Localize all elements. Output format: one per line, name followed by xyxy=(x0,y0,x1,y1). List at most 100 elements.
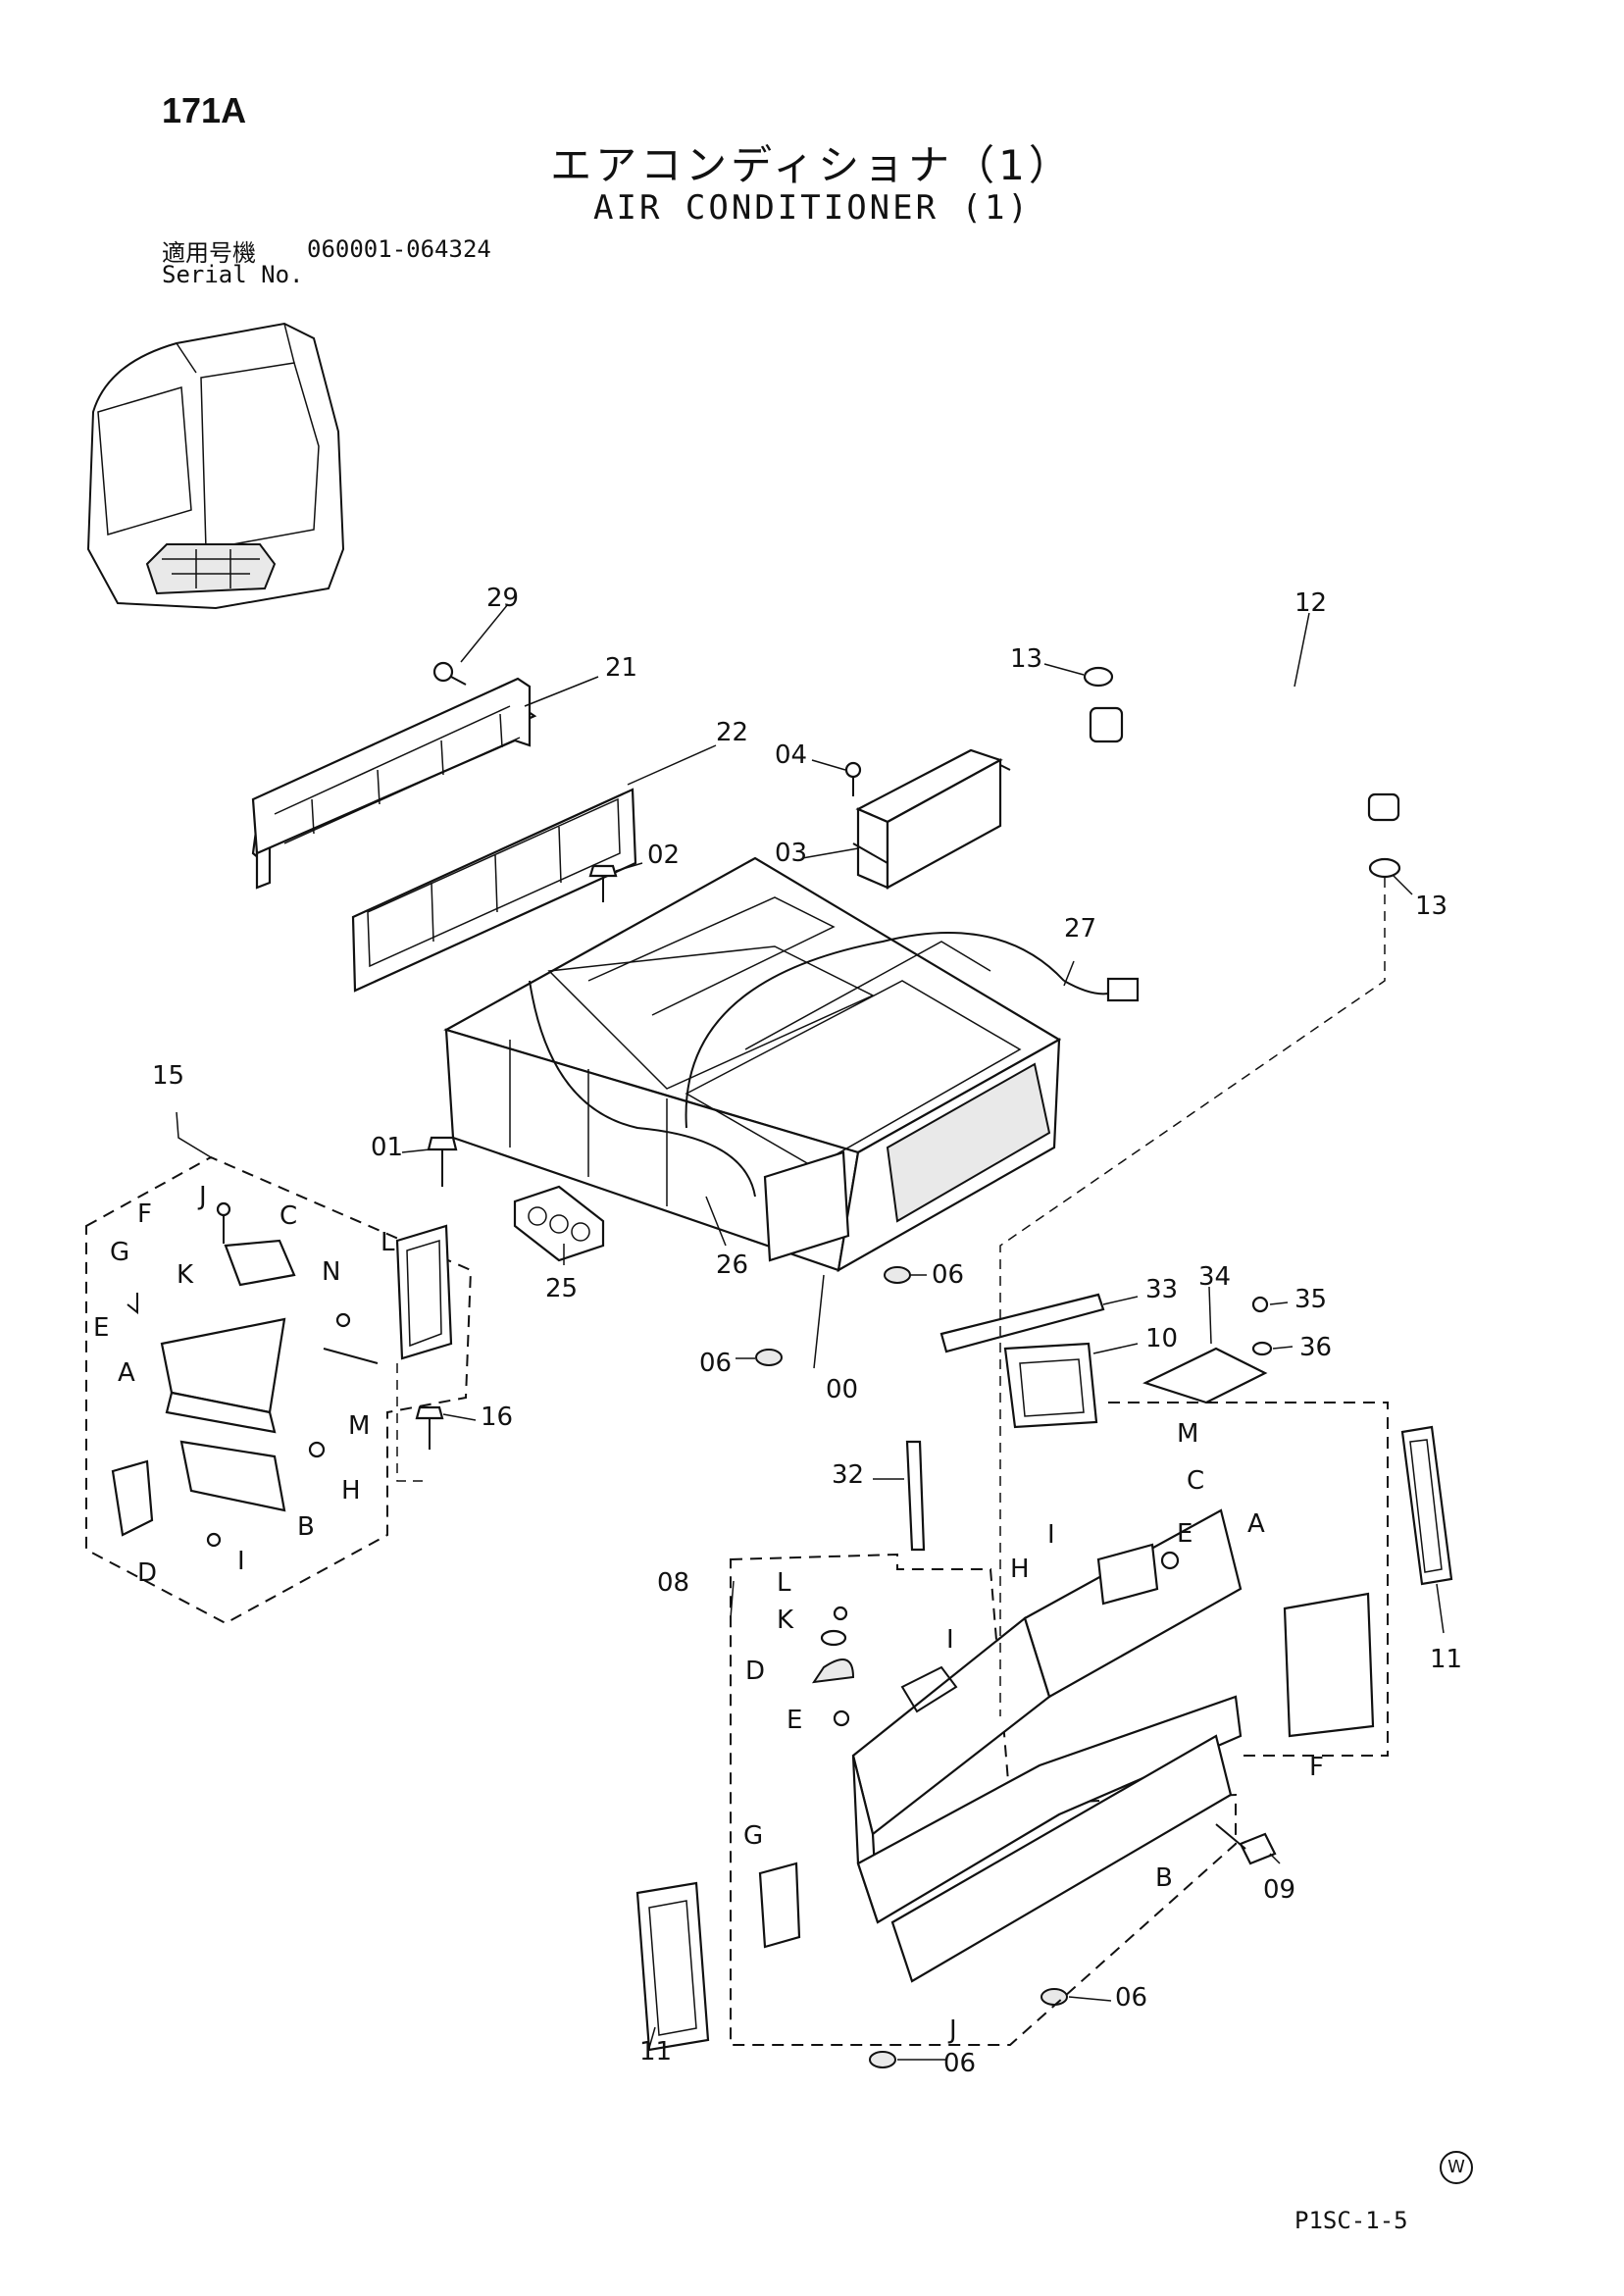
callout-25: 25 xyxy=(545,1274,578,1303)
part-29-bolt xyxy=(432,661,467,686)
reference-code: P1SC-1-5 xyxy=(1294,2207,1408,2234)
label-right-b: B xyxy=(1155,1863,1173,1893)
label-right-a: A xyxy=(1247,1509,1265,1539)
callout-06-d: 06 xyxy=(943,2049,976,2078)
part-15-duct-parts xyxy=(111,1201,453,1548)
label-right-j: J xyxy=(947,2015,957,2045)
part-01-bolt xyxy=(427,1136,458,1187)
part-03-relay-box xyxy=(852,748,1011,890)
callout-34: 34 xyxy=(1198,1262,1231,1292)
part-11-seal-left xyxy=(635,1881,710,2052)
label-left-n: N xyxy=(322,1257,340,1287)
callout-10: 10 xyxy=(1145,1324,1178,1353)
leader-hose-to-duct xyxy=(999,878,1386,1716)
callout-06-c: 06 xyxy=(1115,1983,1147,2013)
label-left-j: J xyxy=(197,1182,207,1211)
cab-location-thumbnail xyxy=(86,322,345,610)
part-34-bracket xyxy=(1142,1347,1268,1404)
callout-06-a: 06 xyxy=(932,1260,964,1290)
part-04-screw xyxy=(844,761,862,796)
callout-27: 27 xyxy=(1064,914,1096,944)
callout-00: 00 xyxy=(826,1375,858,1404)
callout-11-right: 11 xyxy=(1430,1645,1462,1674)
label-left-g: G xyxy=(110,1238,129,1267)
part-25-grommet xyxy=(513,1185,605,1262)
part-22-filter xyxy=(351,788,637,993)
callout-13-upper: 13 xyxy=(1010,644,1042,674)
part-16-bolt xyxy=(415,1405,444,1450)
part-21-filter-frame xyxy=(251,677,537,890)
callout-13-lower: 13 xyxy=(1415,892,1447,921)
leader-dashed-01 xyxy=(396,1363,430,1482)
callout-29: 29 xyxy=(486,584,519,613)
label-right-l: L xyxy=(777,1568,791,1598)
callout-36: 36 xyxy=(1299,1333,1332,1362)
serial-label-english: Serial No. xyxy=(162,261,304,288)
label-left-f: F xyxy=(137,1199,152,1229)
label-left-i: I xyxy=(237,1547,245,1576)
page-number: 171A xyxy=(162,90,247,130)
part-06-rubber-mount-b xyxy=(755,1349,783,1366)
part-06-rubber-mount-a xyxy=(884,1266,911,1284)
callout-06-b: 06 xyxy=(699,1349,732,1378)
label-right-h: H xyxy=(1010,1555,1030,1584)
callout-09: 09 xyxy=(1263,1875,1295,1905)
part-06-rubber-mount-c xyxy=(1040,1988,1068,2006)
callout-04: 04 xyxy=(775,740,807,770)
label-right-f: F xyxy=(1309,1753,1324,1782)
label-right-i-lower: I xyxy=(946,1625,954,1655)
label-right-i-upper: I xyxy=(1047,1520,1055,1550)
part-12-hose xyxy=(1089,685,1400,856)
callout-15: 15 xyxy=(152,1061,184,1091)
serial-label-japanese: 適用号機 xyxy=(162,239,256,267)
part-10-seal-frame xyxy=(1003,1342,1098,1429)
label-left-h: H xyxy=(341,1476,361,1505)
label-right-d: D xyxy=(745,1657,765,1686)
callout-26: 26 xyxy=(716,1250,748,1280)
callout-03: 03 xyxy=(775,839,807,868)
label-right-k: K xyxy=(777,1606,794,1635)
callout-08: 08 xyxy=(657,1568,689,1598)
label-left-k: K xyxy=(177,1260,194,1290)
label-right-m: M xyxy=(1177,1419,1198,1449)
label-right-e-upper: E xyxy=(1177,1519,1193,1549)
part-11-seal-right xyxy=(1400,1425,1453,1586)
part-08-boundary xyxy=(730,1553,1237,2046)
label-left-a: A xyxy=(118,1358,135,1388)
part-13-clamp-upper xyxy=(1083,666,1114,688)
part-15-boundary xyxy=(85,1155,473,1625)
right-assembly-boundary-upper xyxy=(1108,1402,1389,1757)
title-english: AIR CONDITIONER (1) xyxy=(593,188,1031,228)
part-33-strip xyxy=(939,1293,1105,1353)
title-japanese: エアコンディショナ（1） xyxy=(550,141,1074,189)
label-right-e-lower: E xyxy=(787,1706,802,1735)
label-right-g: G xyxy=(743,1821,763,1851)
callout-35: 35 xyxy=(1294,1285,1327,1314)
right-duct-assembly xyxy=(758,1508,1375,1983)
callout-21: 21 xyxy=(605,653,637,683)
part-13-clamp-lower xyxy=(1368,857,1401,879)
corner-mark: W xyxy=(1440,2151,1473,2184)
label-left-d: D xyxy=(137,1558,157,1588)
label-left-m: M xyxy=(348,1411,370,1441)
callout-33: 33 xyxy=(1145,1275,1178,1304)
callout-01: 01 xyxy=(371,1133,403,1162)
serial-range: 060001-064324 xyxy=(307,235,491,263)
label-left-c: C xyxy=(279,1201,297,1231)
part-00-air-conditioner-unit xyxy=(443,856,1140,1273)
label-left-b: B xyxy=(297,1512,315,1542)
part-09-bolt xyxy=(1215,1823,1277,1865)
callout-32: 32 xyxy=(832,1460,864,1490)
label-left-l: L xyxy=(381,1228,395,1257)
callout-16: 16 xyxy=(481,1403,513,1432)
part-06-rubber-mount-d xyxy=(869,2051,896,2068)
part-36-washer xyxy=(1251,1341,1273,1356)
callout-12: 12 xyxy=(1294,588,1327,618)
callout-22: 22 xyxy=(716,718,748,747)
leader-lines xyxy=(176,603,1445,2061)
part-35-screw xyxy=(1251,1296,1269,1313)
part-32-strip xyxy=(905,1440,926,1552)
label-left-e: E xyxy=(93,1313,109,1343)
part-02-bolt xyxy=(588,864,618,902)
